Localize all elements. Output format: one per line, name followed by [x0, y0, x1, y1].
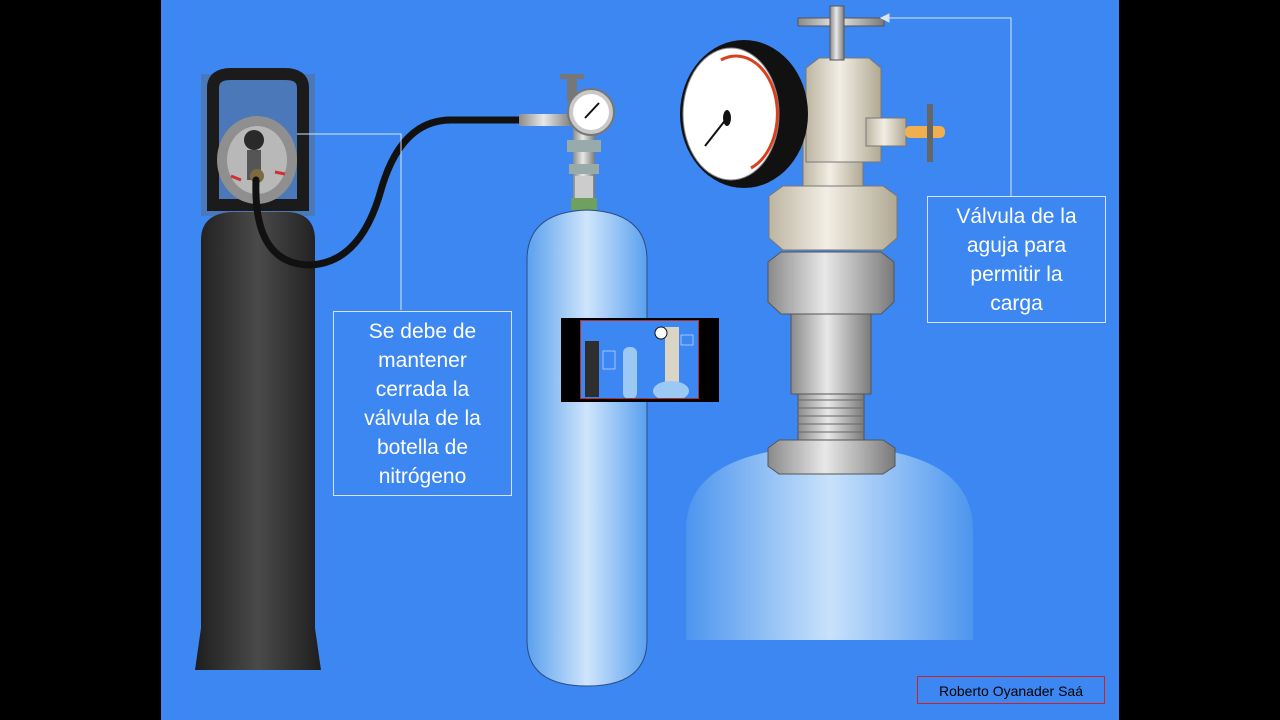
accumulator-assembly: [680, 5, 973, 640]
charging-hose: [252, 116, 527, 269]
callout-line: botella de: [376, 436, 469, 459]
pressure-gauge-icon: [680, 40, 808, 188]
callout-nitrogen-valve: Se debe de mantener cerrada la válvula d…: [333, 311, 512, 496]
accumulator-cylinder: [686, 446, 973, 640]
video-thumbnail[interactable]: [561, 318, 719, 402]
nitrogen-bottle: [195, 68, 321, 670]
callout-line: aguja para: [966, 234, 1067, 257]
callout-line: permitir la: [970, 263, 1063, 286]
author-label: Roberto Oyanader Saá: [917, 676, 1105, 704]
callout-line: cerrada la: [375, 378, 470, 401]
callout-line: Válvula de la: [956, 205, 1077, 228]
callout-needle-valve: Válvula de la aguja para permitir la car…: [927, 196, 1106, 323]
callout-line: Se debe de: [368, 320, 477, 343]
callout-line: nitrógeno: [378, 465, 467, 488]
small-cylinder: [526, 209, 648, 687]
small-gauge-assembly: [519, 74, 615, 210]
diagram-scene: [195, 5, 1012, 687]
callout-connectors: [297, 13, 1012, 310]
callout-line: mantener: [378, 349, 467, 372]
thumbnail-preview: [580, 320, 699, 399]
callout-line: carga: [990, 292, 1043, 315]
slide: Se debe de mantener cerrada la válvula d…: [161, 0, 1119, 720]
callout-line: válvula de la: [364, 407, 481, 430]
